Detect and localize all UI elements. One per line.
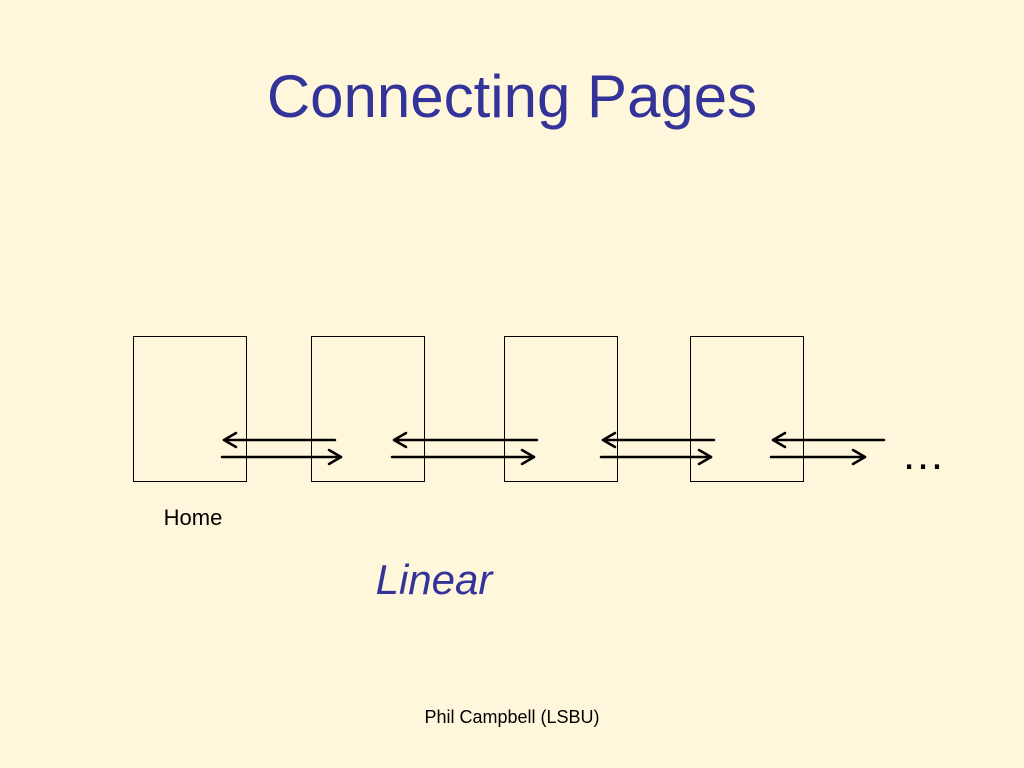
- slide-title: Connecting Pages: [266, 63, 758, 130]
- page-box-1: [133, 336, 247, 482]
- page-boxes: [133, 336, 804, 482]
- page-links: [220, 431, 886, 466]
- forward-arrow-head: [697, 448, 713, 466]
- footer-credit: Phil Campbell (LSBU): [424, 707, 600, 727]
- link-pair-1: [220, 431, 343, 466]
- forward-arrow-head: [851, 448, 867, 466]
- link-pair-4: [769, 431, 886, 466]
- back-arrow-head: [771, 431, 787, 449]
- link-pair-3: [599, 431, 716, 466]
- diagram-caption: Linear: [375, 556, 493, 603]
- forward-arrow-head: [520, 448, 536, 466]
- forward-arrow-head: [327, 448, 343, 466]
- home-label: Home: [163, 505, 223, 530]
- continuation-ellipsis: …: [901, 430, 945, 479]
- back-arrow-head: [392, 431, 408, 449]
- page-box-4: [690, 336, 804, 482]
- link-pair-2: [390, 431, 539, 466]
- back-arrow-head: [222, 431, 238, 449]
- back-arrow-head: [601, 431, 617, 449]
- page-box-2: [311, 336, 425, 482]
- page-box-3: [504, 336, 618, 482]
